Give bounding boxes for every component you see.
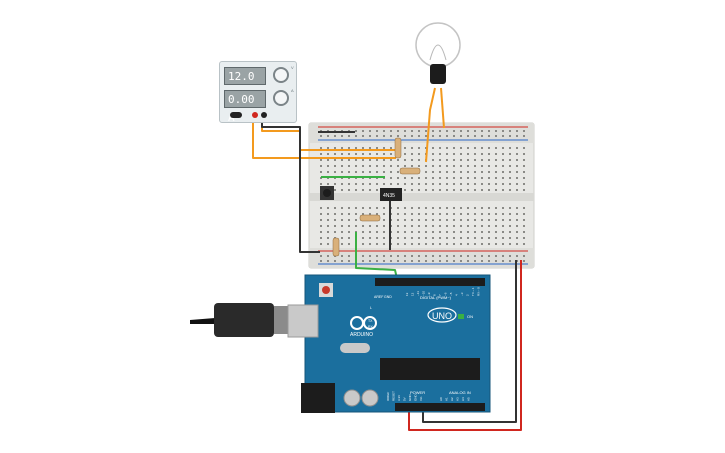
positive-terminal[interactable] [252,112,258,118]
digital-pin-label-4: ~9 [427,292,431,296]
digital-pin-label-7: ~6 [444,292,448,296]
analog-pin-label-3: A3 [456,397,460,401]
black-wire-gnd [422,260,517,423]
components [320,137,421,257]
orange-wire-lamp-1 [425,87,436,163]
gnd-label: GND [384,295,392,299]
voltage-knob[interactable] [273,67,289,83]
analog-pin-label-2: A2 [450,397,454,401]
analog-pin-label-0: A0 [439,397,443,401]
ic-label: 4N35 [383,193,395,199]
digital-pin-label-10: ~3 [460,292,464,296]
current-knob-mark: A [291,88,294,93]
power-pin-label-0: IOREF [386,392,390,401]
power-pin-label-4: GND [408,394,412,402]
black-wire-psu [261,117,320,253]
digital-pin-label-1: 12 [411,292,415,296]
usb-cable [190,303,319,338]
on-label: ON [467,314,473,319]
orange-wire-1 [252,117,396,159]
red-wire-5v [408,260,522,431]
aref-label: AREF [374,295,383,299]
analog-pin-label-4: A4 [461,397,465,401]
resistor-1 [394,137,402,159]
wires [252,87,522,431]
power-pin-label-1: RESET [392,391,396,401]
l-label: L [370,306,372,310]
orange-wire-lamp-2 [440,87,445,129]
analog-pin-label-1: A1 [445,397,449,401]
optocoupler-ic [380,188,402,201]
digital-pin-label-3: ~10 [422,291,426,296]
power-switch[interactable] [230,112,242,118]
resistor-4 [332,237,340,257]
power-pin-label-6: Vin [419,396,423,401]
power-pin-label-2: 3.3V [397,395,401,401]
tx-label: TX [368,319,373,323]
digital-pin-label-8: ~5 [449,292,453,296]
digital-pin-label-2: ~11 [416,291,420,296]
analog-label: ANALOG IN [449,390,471,395]
power-supply: 12.0 V 0.00 A V A [219,61,297,124]
negative-terminal[interactable] [261,112,267,118]
digital-pin-label-9: 4 [455,294,459,296]
digital-label: DIGITAL (PWM~) [420,295,452,300]
breadboard [308,122,535,269]
voltage-display: 12.0 V [224,67,266,101]
digital-pin-label-0: 13 [405,292,409,296]
arduino-brand: ARDUINO [350,332,373,338]
arduino-board [301,274,491,413]
voltage-knob-mark: V [291,65,294,70]
digital-pin-label-12: TX→1 [471,287,475,296]
resistor-3 [359,214,381,222]
analog-pin-label-5: A5 [467,397,471,401]
power-label: POWER [410,390,425,395]
digital-pin-label-13: RX←0 [477,287,481,296]
light-bulb [415,22,461,84]
power-pin-label-3: 5V [403,397,407,401]
resistor-2 [399,167,421,175]
current-knob[interactable] [273,90,289,106]
current-display: 0.00 A [224,90,266,124]
rx-label: RX [368,325,374,329]
digital-pin-label-11: 2 [466,294,470,296]
arduino-model: UNO [432,311,452,321]
digital-pin-label-6: 7 [438,294,442,296]
power-pin-label-5: GND [414,394,418,402]
digital-pin-label-5: 8 [433,294,437,296]
